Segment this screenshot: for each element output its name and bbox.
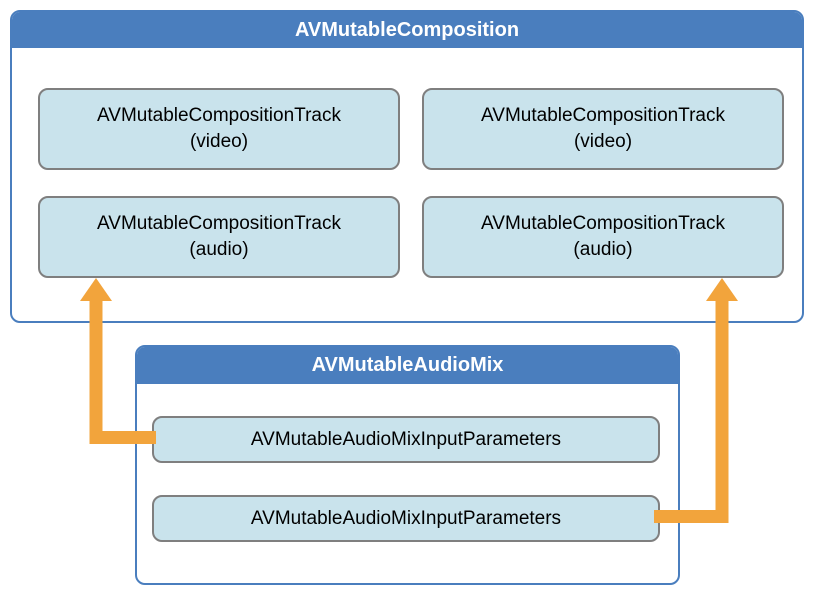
avmutablecomposition-container: AVMutableComposition AVMutableCompositio…	[10, 10, 804, 323]
track-class-label: AVMutableCompositionTrack	[97, 213, 341, 234]
composition-track-audio-left: AVMutableCompositionTrack (audio)	[38, 196, 400, 278]
avmutableaudiomix-title: AVMutableAudioMix	[137, 347, 678, 384]
track-class-label: AVMutableCompositionTrack	[481, 213, 725, 234]
track-class-label: AVMutableCompositionTrack	[481, 105, 725, 126]
track-class-label: AVMutableCompositionTrack	[97, 105, 341, 126]
composition-track-video-right: AVMutableCompositionTrack (video)	[422, 88, 784, 170]
audiomix-input-parameters-2: AVMutableAudioMixInputParameters	[152, 495, 660, 542]
avmutableaudiomix-container: AVMutableAudioMix AVMutableAudioMixInput…	[135, 345, 680, 585]
input-parameters-label: AVMutableAudioMixInputParameters	[250, 428, 562, 450]
composition-track-audio-right: AVMutableCompositionTrack (audio)	[422, 196, 784, 278]
audiomix-input-parameters-1: AVMutableAudioMixInputParameters	[152, 416, 660, 463]
track-kind-label: (audio)	[573, 239, 633, 260]
avmutablecomposition-title: AVMutableComposition	[12, 12, 802, 48]
input-parameters-label: AVMutableAudioMixInputParameters	[250, 507, 562, 529]
track-kind-label: (video)	[573, 131, 633, 152]
track-kind-label: (video)	[189, 131, 249, 152]
track-kind-label: (audio)	[189, 239, 249, 260]
composition-track-video-left: AVMutableCompositionTrack (video)	[38, 88, 400, 170]
